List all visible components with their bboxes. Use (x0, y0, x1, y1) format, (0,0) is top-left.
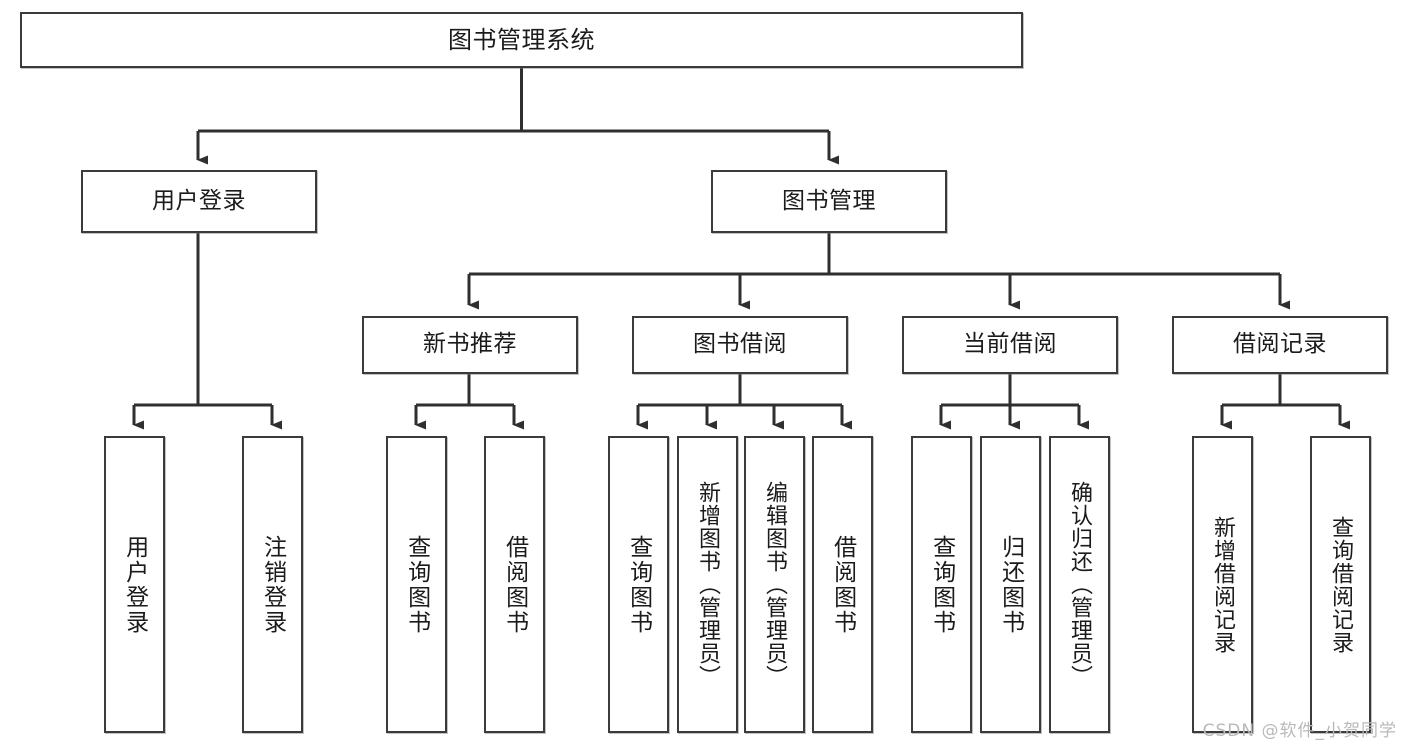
node-label: 图书管理系统 (448, 25, 595, 54)
node-label: 查询图书 (403, 534, 430, 635)
node-label: 查询图书 (625, 534, 652, 635)
node-label: 借阅图书 (501, 534, 528, 635)
node-label: 注销登录 (259, 534, 286, 635)
leaf-query-book-current[interactable]: 查询图书 (911, 436, 972, 733)
leaf-query-book-borrow[interactable]: 查询图书 (608, 436, 669, 733)
leaf-query-borrow-record[interactable]: 查询借阅记录 (1310, 436, 1371, 733)
node-label: 图书管理 (782, 187, 876, 214)
leaf-edit-book-admin[interactable]: 编辑图书（管理员） (744, 436, 805, 733)
leaf-return-book[interactable]: 归还图书 (980, 436, 1041, 733)
node-label: 借阅记录 (1233, 331, 1327, 358)
leaf-borrow-book-recommend[interactable]: 借阅图书 (484, 436, 545, 733)
leaf-confirm-return-admin[interactable]: 确认归还（管理员） (1049, 436, 1110, 733)
node-label: 归还图书 (997, 534, 1024, 635)
leaf-user-login[interactable]: 用户登录 (104, 436, 165, 733)
node-label: 新书推荐 (423, 331, 517, 358)
node-current-borrow[interactable]: 当前借阅 (902, 316, 1118, 374)
leaf-add-book-admin[interactable]: 新增图书（管理员） (677, 436, 738, 733)
node-borrow-record[interactable]: 借阅记录 (1172, 316, 1388, 374)
node-book-management[interactable]: 图书管理 (711, 170, 947, 233)
node-user-login[interactable]: 用户登录 (81, 170, 317, 233)
node-book-borrow[interactable]: 图书借阅 (632, 316, 848, 374)
leaf-add-borrow-record[interactable]: 新增借阅记录 (1192, 436, 1253, 733)
node-label: 用户登录 (121, 534, 148, 635)
leaf-borrow-book-borrow[interactable]: 借阅图书 (812, 436, 873, 733)
leaf-user-logout[interactable]: 注销登录 (242, 436, 303, 733)
node-label: 当前借阅 (963, 331, 1057, 358)
node-label: 新增图书（管理员） (695, 481, 721, 688)
node-new-book-recommend[interactable]: 新书推荐 (362, 316, 578, 374)
node-label: 借阅图书 (829, 534, 856, 635)
csdn-watermark: CSDN @软件_小贺同学 (1202, 721, 1397, 741)
node-label: 确认归还（管理员） (1067, 481, 1093, 688)
node-label: 查询图书 (928, 534, 955, 635)
leaf-query-book-recommend[interactable]: 查询图书 (386, 436, 447, 733)
node-label: 图书借阅 (693, 331, 787, 358)
node-label: 用户登录 (152, 187, 246, 214)
node-root-book-management-system[interactable]: 图书管理系统 (20, 12, 1023, 68)
node-label: 查询借阅记录 (1328, 515, 1354, 654)
node-label: 新增借阅记录 (1210, 515, 1236, 654)
node-label: 编辑图书（管理员） (762, 481, 788, 688)
